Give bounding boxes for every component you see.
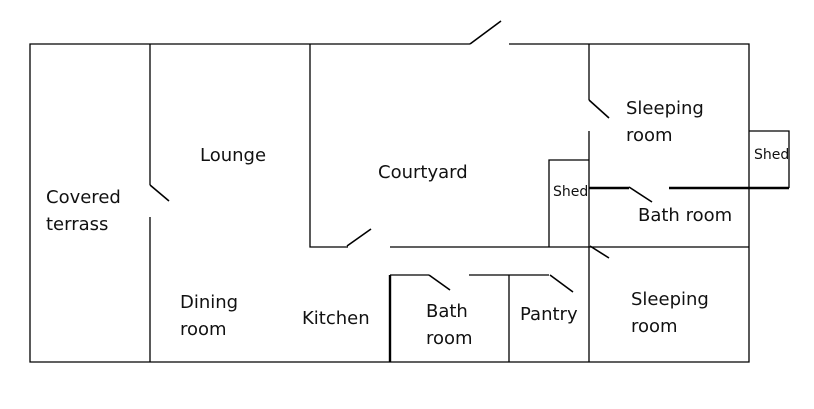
room-label-dining-room: Dining room xyxy=(180,292,239,340)
room-label-courtyard: Courtyard xyxy=(378,162,468,183)
sleeping-room-top-door[interactable] xyxy=(588,99,610,119)
shed-left-outline xyxy=(548,159,589,247)
room-label-covered-terrace: Covered terrass xyxy=(46,187,121,235)
room-label-sleeping-room-top: Sleeping room xyxy=(626,98,704,146)
room-label-lounge: Lounge xyxy=(200,145,267,166)
bath-room-bottom-door[interactable] xyxy=(428,274,451,291)
room-label-sleeping-room-bottom: Sleeping room xyxy=(631,289,709,337)
courtyard-left-wall xyxy=(309,44,348,248)
shed-right-outline xyxy=(749,130,790,188)
room-label-shed-right: Shed xyxy=(754,147,790,163)
main-entrance-door[interactable] xyxy=(469,20,502,45)
room-label-bath-room-right: Bath room xyxy=(638,205,733,226)
courtyard-kitchen-door[interactable] xyxy=(346,228,372,247)
room-label-kitchen: Kitchen xyxy=(302,308,370,329)
pantry-door[interactable] xyxy=(549,274,574,293)
terrace-lounge-door[interactable] xyxy=(149,184,170,202)
room-label-shed-left: Shed xyxy=(553,184,589,200)
sleeping-room-bottom-door[interactable] xyxy=(589,245,610,259)
room-label-pantry: Pantry xyxy=(520,304,578,325)
room-label-bath-room-bottom: Bath room xyxy=(426,301,473,349)
bath-room-right-door[interactable] xyxy=(628,186,653,203)
walls xyxy=(29,43,790,363)
doors xyxy=(149,20,653,293)
